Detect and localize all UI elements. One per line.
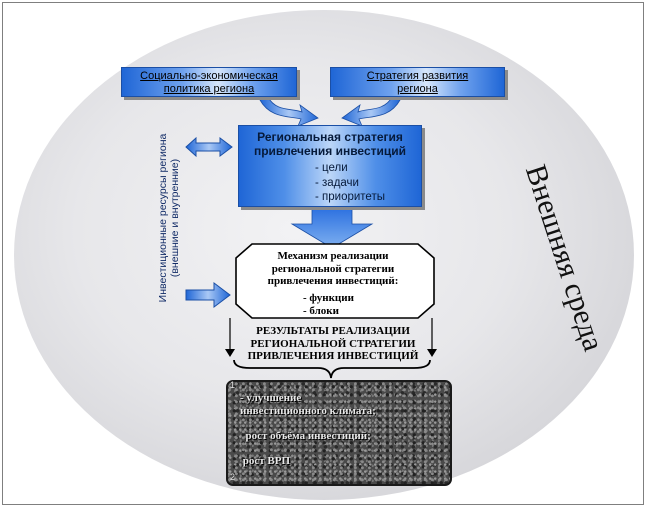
- mechanism-title-line-3: привлечения инвестиций:: [267, 275, 399, 287]
- development-strategy-box: Стратегия развития региона: [330, 67, 505, 97]
- strategy-items: - цели - задачи - приоритеты: [315, 161, 385, 205]
- outcome-text: - улучшение инвестиционного климата; рос…: [240, 392, 376, 467]
- outcome-marker-bottom: 2: [230, 472, 236, 482]
- strategy-item-goals: - цели: [315, 162, 348, 174]
- mechanism-item-blocks: - блоки: [303, 304, 339, 317]
- mechanism-title: Механизм реализации региональной стратег…: [240, 250, 426, 288]
- outcome-marker-top: 1: [230, 380, 236, 390]
- investment-resources-line-1: Инвестиционные ресурсы региона: [157, 133, 169, 303]
- mechanism-item-functions: - функции: [303, 292, 354, 304]
- strategy-item-priorities: - приоритеты: [315, 191, 385, 203]
- regional-policy-box: Социально-экономическая политика региона: [121, 67, 297, 97]
- right-arrow-mechanism: [185, 282, 231, 308]
- investment-strategy-box: Региональная стратегия привлечения инвес…: [238, 125, 422, 207]
- outcome-line-2: инвестиционного климата;: [240, 404, 376, 417]
- mechanism-title-line-2: региональной стратегии: [271, 262, 395, 275]
- results-line-1: РЕЗУЛЬТАТЫ РЕАЛИЗАЦИИ: [256, 325, 410, 337]
- development-strategy-line-2: региона: [397, 83, 438, 95]
- strategy-title-line-1: Региональная стратегия: [257, 130, 403, 144]
- double-arrow-strategy: [185, 136, 233, 158]
- outcome-line-5: [240, 442, 376, 455]
- outcome-line-6: рост ВРП: [240, 454, 291, 467]
- investment-resources-label: Инвестиционные ресурсы региона (внешние …: [157, 118, 183, 318]
- development-strategy-line-1: Стратегия развития: [366, 70, 469, 82]
- results-brace: [233, 359, 431, 379]
- regional-policy-line-1: Социально-экономическая: [140, 70, 278, 82]
- outcome-line-1: - улучшение: [240, 392, 302, 404]
- outcome-line-4: рост объёма инвестиций;: [240, 429, 371, 442]
- results-right-arrowhead: [427, 349, 437, 357]
- curved-arrow-left: [259, 96, 319, 127]
- strategy-item-tasks: - задачи: [315, 176, 359, 189]
- investment-resources-line-2: (внешние и внутренние): [169, 158, 181, 278]
- regional-policy-line-2: политика региона: [163, 83, 255, 95]
- curved-arrow-right: [341, 96, 401, 127]
- results-label: РЕЗУЛЬТАТЫ РЕАЛИЗАЦИИ РЕГИОНАЛЬНОЙ СТРАТ…: [228, 325, 438, 363]
- results-line-3: ПРИВЛЕЧЕНИЯ ИНВЕСТИЦИЙ: [247, 350, 419, 362]
- results-left-arrowhead: [225, 349, 235, 357]
- down-arrow-strategy-mechanism: [290, 206, 374, 249]
- mechanism-items: - функции - блоки: [303, 292, 354, 317]
- mechanism-title-line-1: Механизм реализации: [277, 250, 389, 262]
- strategy-title-line-2: привлечения инвестиций: [253, 144, 407, 158]
- investment-strategy-title: Региональная стратегия привлечения инвес…: [239, 130, 421, 158]
- results-line-2: РЕГИОНАЛЬНОЙ СТРАТЕГИИ: [250, 337, 416, 350]
- outcome-box: [226, 380, 452, 486]
- mechanism-octagon: [235, 243, 435, 319]
- outcome-line-3: [240, 417, 376, 430]
